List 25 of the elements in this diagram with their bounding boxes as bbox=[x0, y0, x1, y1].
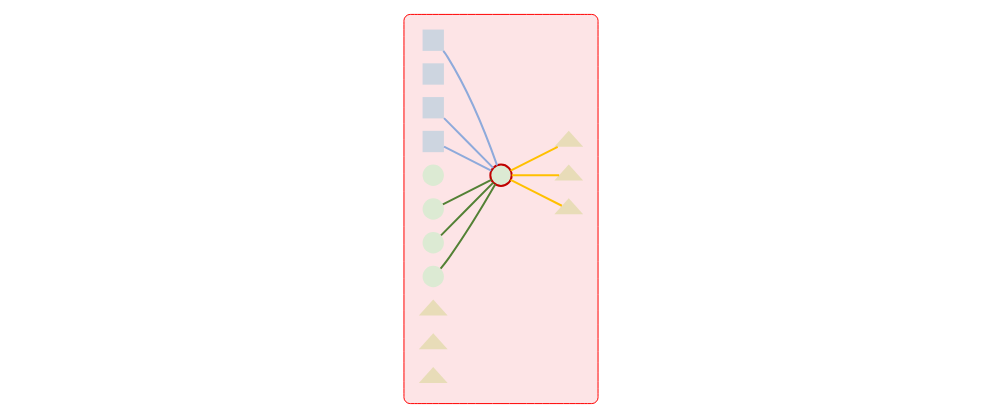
node-triangle bbox=[553, 164, 583, 181]
connector bbox=[509, 145, 559, 172]
node-circle bbox=[422, 232, 444, 254]
node-triangle bbox=[418, 367, 448, 384]
node-triangle bbox=[553, 198, 583, 215]
connector bbox=[439, 183, 496, 270]
connector bbox=[442, 145, 492, 172]
node-circle bbox=[422, 198, 444, 220]
node-box bbox=[422, 130, 444, 153]
node-circle bbox=[488, 163, 513, 187]
node-box bbox=[422, 29, 444, 51]
node-triangle bbox=[418, 299, 448, 316]
node-circle bbox=[422, 164, 444, 186]
connector bbox=[441, 50, 498, 167]
node-triangle bbox=[418, 333, 448, 350]
node-circle bbox=[422, 265, 444, 288]
node-box bbox=[422, 63, 444, 85]
connector bbox=[510, 174, 560, 177]
node-box bbox=[422, 97, 444, 119]
connector bbox=[441, 178, 492, 206]
cluster bbox=[402, 13, 599, 405]
node-triangle bbox=[553, 130, 583, 147]
connector bbox=[509, 178, 563, 207]
connector bbox=[442, 117, 494, 169]
connector bbox=[439, 181, 494, 237]
